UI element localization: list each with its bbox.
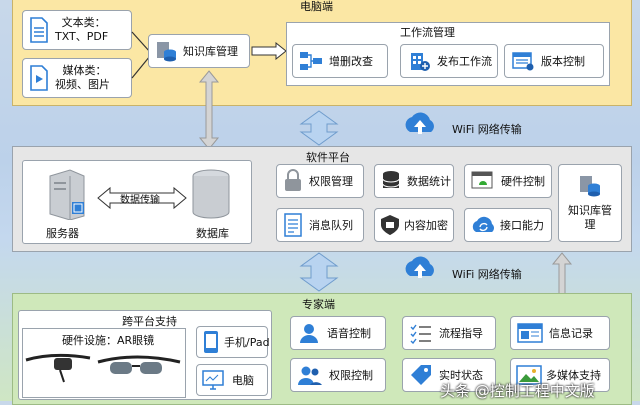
feature-hardware-control: 硬件控制 <box>464 164 552 198</box>
feature-data-stats: 数据统计 <box>374 164 454 198</box>
computer-box: 电脑 <box>196 364 268 396</box>
feature-api-capability: 接口能力 <box>464 208 552 242</box>
document-icon <box>29 17 49 43</box>
feature-label: 接口能力 <box>500 219 544 232</box>
workflow-item-label: 发布工作流 <box>437 55 492 68</box>
tablet-icon <box>202 330 220 354</box>
phone-pad-label: 手机/Pad <box>224 336 270 349</box>
ar-glasses-icon <box>96 350 184 390</box>
hardware-box <box>22 328 186 398</box>
pc-title: 电脑端 <box>300 0 333 13</box>
database-icon <box>190 168 232 220</box>
expert-feature-realtime-status: 实时状态 <box>402 358 496 392</box>
wifi-label-top: WiFi 网络传输 <box>452 123 522 136</box>
to-workflow-arrow <box>251 42 287 60</box>
android-window-icon <box>471 170 495 192</box>
feature-permission-mgmt: 权限管理 <box>276 164 364 198</box>
media-type-label: 媒体类： <box>62 64 107 77</box>
lock-icon <box>283 169 303 193</box>
feature-message-queue: 消息队列 <box>276 208 364 242</box>
feature-label: 消息队列 <box>309 219 353 232</box>
wifi-cloud-icon <box>400 254 440 284</box>
list-document-icon <box>283 213 303 237</box>
workflow-title: 工作流管理 <box>400 26 455 39</box>
watermark-text: 头条 @控制工程中文版 <box>440 382 595 400</box>
expert-feature-process-guide: 流程指导 <box>402 316 496 350</box>
feature-label: 信息记录 <box>549 327 593 340</box>
feature-label: 数据统计 <box>407 175 451 188</box>
image-icon <box>516 364 542 386</box>
software-title: 软件平台 <box>306 151 350 164</box>
workflow-item-version: 版本控制 <box>504 44 604 78</box>
expert-feature-info-record: 信息记录 <box>510 316 610 350</box>
feature-label: 多媒体支持 <box>546 369 601 382</box>
feature-label: 内容加密 <box>404 219 448 232</box>
ar-glasses-icon <box>24 348 94 388</box>
tag-icon <box>409 363 433 387</box>
database-label: 数据库 <box>196 227 229 240</box>
workflow-item-crud: 增删改查 <box>292 44 388 78</box>
pc-knowledge-mgmt-box: 知识库管理 <box>148 34 250 68</box>
feature-label: 硬件控制 <box>501 175 545 188</box>
expert-feature-permission-control: 权限控制 <box>290 358 386 392</box>
pc-knowledge-mgmt-label: 知识库管理 <box>183 45 238 58</box>
feature-label: 流程指导 <box>439 327 483 340</box>
feature-label: 语音控制 <box>327 327 371 340</box>
feature-label: 权限管理 <box>309 175 353 188</box>
media-file-icon <box>29 65 49 91</box>
media-type-box: 媒体类： 视频、图片 <box>22 58 132 98</box>
workflow-item-label: 增删改查 <box>329 55 373 68</box>
computer-label: 电脑 <box>232 374 254 387</box>
cross-platform-title: 跨平台支持 <box>122 315 177 328</box>
dashboard-icon <box>517 322 543 344</box>
hardware-label: 硬件设施：AR眼镜 <box>62 334 155 347</box>
text-type-formats: TXT、PDF <box>55 30 109 43</box>
checklist-icon <box>409 322 433 344</box>
server-label: 服务器 <box>46 227 79 240</box>
database-icon <box>381 170 401 192</box>
cloud-sync-icon <box>470 214 496 236</box>
version-window-icon <box>511 50 535 72</box>
phone-pad-box: 手机/Pad <box>196 326 270 358</box>
workflow-item-label: 版本控制 <box>541 55 585 68</box>
merge-connector <box>131 31 151 79</box>
server-icon <box>46 168 88 220</box>
users-icon <box>297 363 323 387</box>
media-type-formats: 视频、图片 <box>55 78 110 91</box>
expert-feature-voice-control: 语音控制 <box>290 316 386 350</box>
flowchart-icon <box>299 50 323 72</box>
workflow-item-publish: 发布工作流 <box>400 44 498 78</box>
expert-feature-multimedia: 多媒体支持 <box>510 358 610 392</box>
data-transfer-label: 数据传输 <box>120 195 160 206</box>
database-stack-icon <box>578 174 602 198</box>
pc-software-blue-arrow <box>299 110 339 146</box>
wifi-cloud-icon <box>400 110 440 140</box>
monitor-icon <box>202 369 224 391</box>
software-knowledge-mgmt-box: 知识库管理 <box>558 164 622 242</box>
database-stack-icon <box>155 40 177 62</box>
software-knowledge-mgmt-label: 知识库管理 <box>568 204 612 231</box>
feature-content-encryption: 内容加密 <box>374 208 454 242</box>
data-transfer-arrow <box>97 186 187 210</box>
expert-title: 专家端 <box>302 298 335 311</box>
feature-label: 实时状态 <box>439 369 483 382</box>
pc-software-grey-arrow <box>198 70 220 150</box>
software-expert-blue-arrow <box>299 252 339 292</box>
feature-label: 权限控制 <box>329 369 373 382</box>
user-voice-icon <box>297 321 321 345</box>
shield-icon <box>380 214 400 236</box>
wifi-label-bottom: WiFi 网络传输 <box>452 268 522 281</box>
text-type-box: 文本类： TXT、PDF <box>22 10 132 50</box>
publish-building-icon <box>407 50 431 72</box>
text-type-label: 文本类： <box>61 16 106 29</box>
